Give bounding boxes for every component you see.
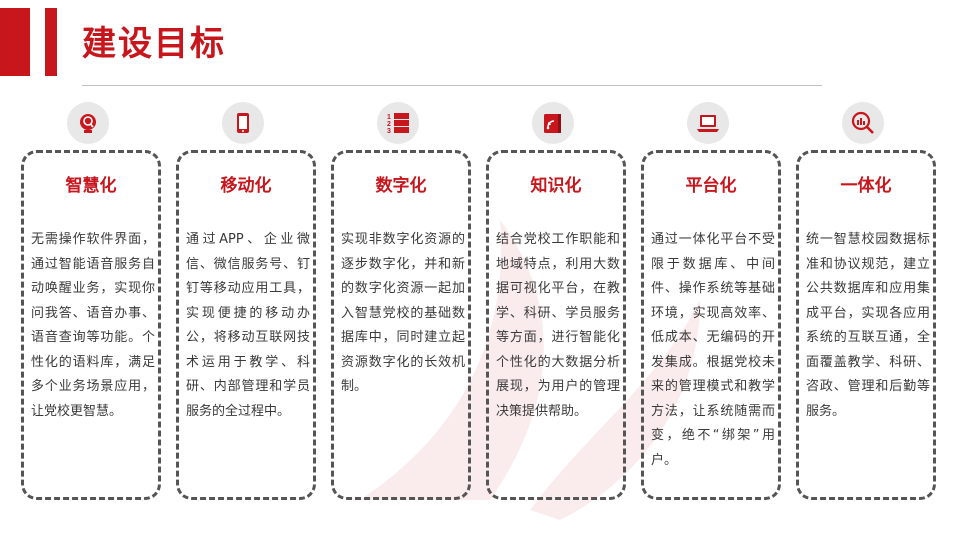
- page-title: 建设目标: [82, 24, 226, 64]
- card-description: 通过一体化平台不受限于数据库、中间件、操作系统等基础环境，实现高效率、低成本、无…: [651, 232, 775, 468]
- background-watermark: [360, 220, 700, 520]
- card-title: 一体化: [840, 176, 892, 196]
- card-title: 知识化: [530, 176, 582, 196]
- card-knowledge: 知识化 结合党校工作职能和地域特点，利用大数据可视化平台，在教学、科研、学员服务…: [486, 100, 626, 500]
- card-intelligent: 智慧化 无需操作软件界面，通过智能语音服务自动唤醒业务，实现你问我答、语音办事、…: [21, 100, 161, 500]
- analytics-search-icon: [842, 102, 884, 144]
- card-description: 统一智慧校园数据标准和协议规范，建立公共数据库和应用集成平台，实现各应用系统的互…: [806, 232, 930, 419]
- card-frame: [796, 150, 936, 500]
- card-title: 智慧化: [65, 176, 117, 196]
- title-divider: [82, 85, 822, 86]
- header-accent-bar-large: [0, 8, 30, 76]
- card-integration: 一体化 统一智慧校园数据标准和协议规范，建立公共数据库和应用集成平台，实现各应用…: [796, 100, 936, 500]
- card-description: 无需操作软件界面，通过智能语音服务自动唤醒业务，实现你问我答、语音办事、语音查询…: [31, 232, 155, 419]
- card-description: 通过APP、企业微信、微信服务号、钉钉等移动应用工具，实现便捷的移动办公，将移动…: [186, 232, 310, 419]
- laptop-icon: [687, 102, 729, 144]
- card-title: 移动化: [220, 176, 272, 196]
- card-mobile: 移动化 通过APP、企业微信、微信服务号、钉钉等移动应用工具，实现便捷的移动办公…: [176, 100, 316, 500]
- card-description: 实现非数字化资源的逐步数字化，并和新的数字化资源一起加入智慧党校的基础数据库中，…: [341, 232, 465, 394]
- card-frame: [331, 150, 471, 500]
- headset-icon: [67, 102, 109, 144]
- knowledge-book-icon: [532, 102, 574, 144]
- mobile-phone-icon: [222, 102, 264, 144]
- card-platform: 平台化 通过一体化平台不受限于数据库、中间件、操作系统等基础环境，实现高效率、低…: [641, 100, 781, 500]
- svg-text:2: 2: [387, 121, 391, 128]
- card-frame: [486, 150, 626, 500]
- svg-text:1: 1: [387, 114, 391, 121]
- card-description: 结合党校工作职能和地域特点，利用大数据可视化平台，在教学、科研、学员服务等方面，…: [496, 232, 620, 419]
- header-accent-bar-small: [45, 8, 57, 76]
- card-title: 平台化: [685, 176, 737, 196]
- card-frame: [176, 150, 316, 500]
- svg-text:3: 3: [387, 128, 391, 135]
- card-title: 数字化: [375, 176, 427, 196]
- card-frame: [21, 150, 161, 500]
- card-frame: [641, 150, 781, 500]
